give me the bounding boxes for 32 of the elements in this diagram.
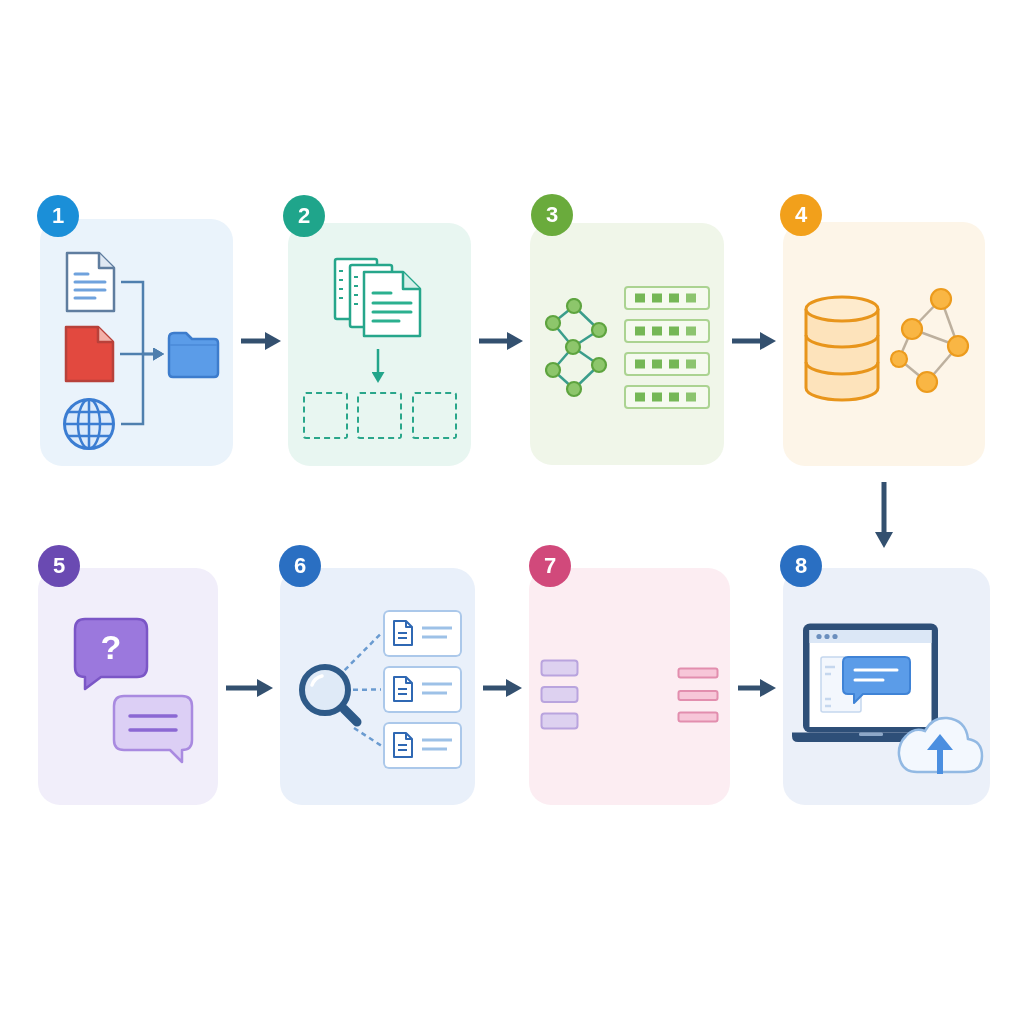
arrow bbox=[241, 332, 281, 350]
arrow bbox=[479, 332, 523, 350]
dashed-placeholder bbox=[303, 392, 348, 439]
step-number-badge: 2 bbox=[283, 195, 325, 237]
arrow bbox=[875, 482, 893, 548]
dashed-connector bbox=[343, 632, 382, 671]
step-number-badge: 5 bbox=[38, 545, 80, 587]
step-number-badge: 6 bbox=[279, 545, 321, 587]
arrow bbox=[371, 349, 385, 383]
arrow bbox=[738, 679, 776, 697]
globe-icon bbox=[62, 396, 116, 452]
arrow bbox=[226, 679, 273, 697]
arrow bbox=[732, 332, 776, 350]
document-icon bbox=[64, 251, 116, 313]
result-card bbox=[383, 666, 462, 713]
dashed-connector bbox=[353, 726, 382, 747]
result-card bbox=[383, 610, 462, 657]
result-card bbox=[383, 722, 462, 769]
speech-bubble: ? bbox=[73, 617, 149, 691]
step-number-badge: 1 bbox=[37, 195, 79, 237]
step-number-badge: 7 bbox=[529, 545, 571, 587]
dashed-placeholder bbox=[412, 392, 457, 439]
dashed-connector bbox=[353, 688, 381, 692]
arrow bbox=[483, 679, 522, 697]
document-icon bbox=[63, 325, 115, 383]
arrow bbox=[121, 347, 164, 426]
dashed-placeholder bbox=[357, 392, 402, 439]
step-number-badge: 8 bbox=[780, 545, 822, 587]
step-number-badge: 4 bbox=[780, 194, 822, 236]
folder-icon bbox=[166, 329, 221, 379]
document-stack-icon bbox=[333, 257, 423, 339]
step-number-badge: 3 bbox=[531, 194, 573, 236]
